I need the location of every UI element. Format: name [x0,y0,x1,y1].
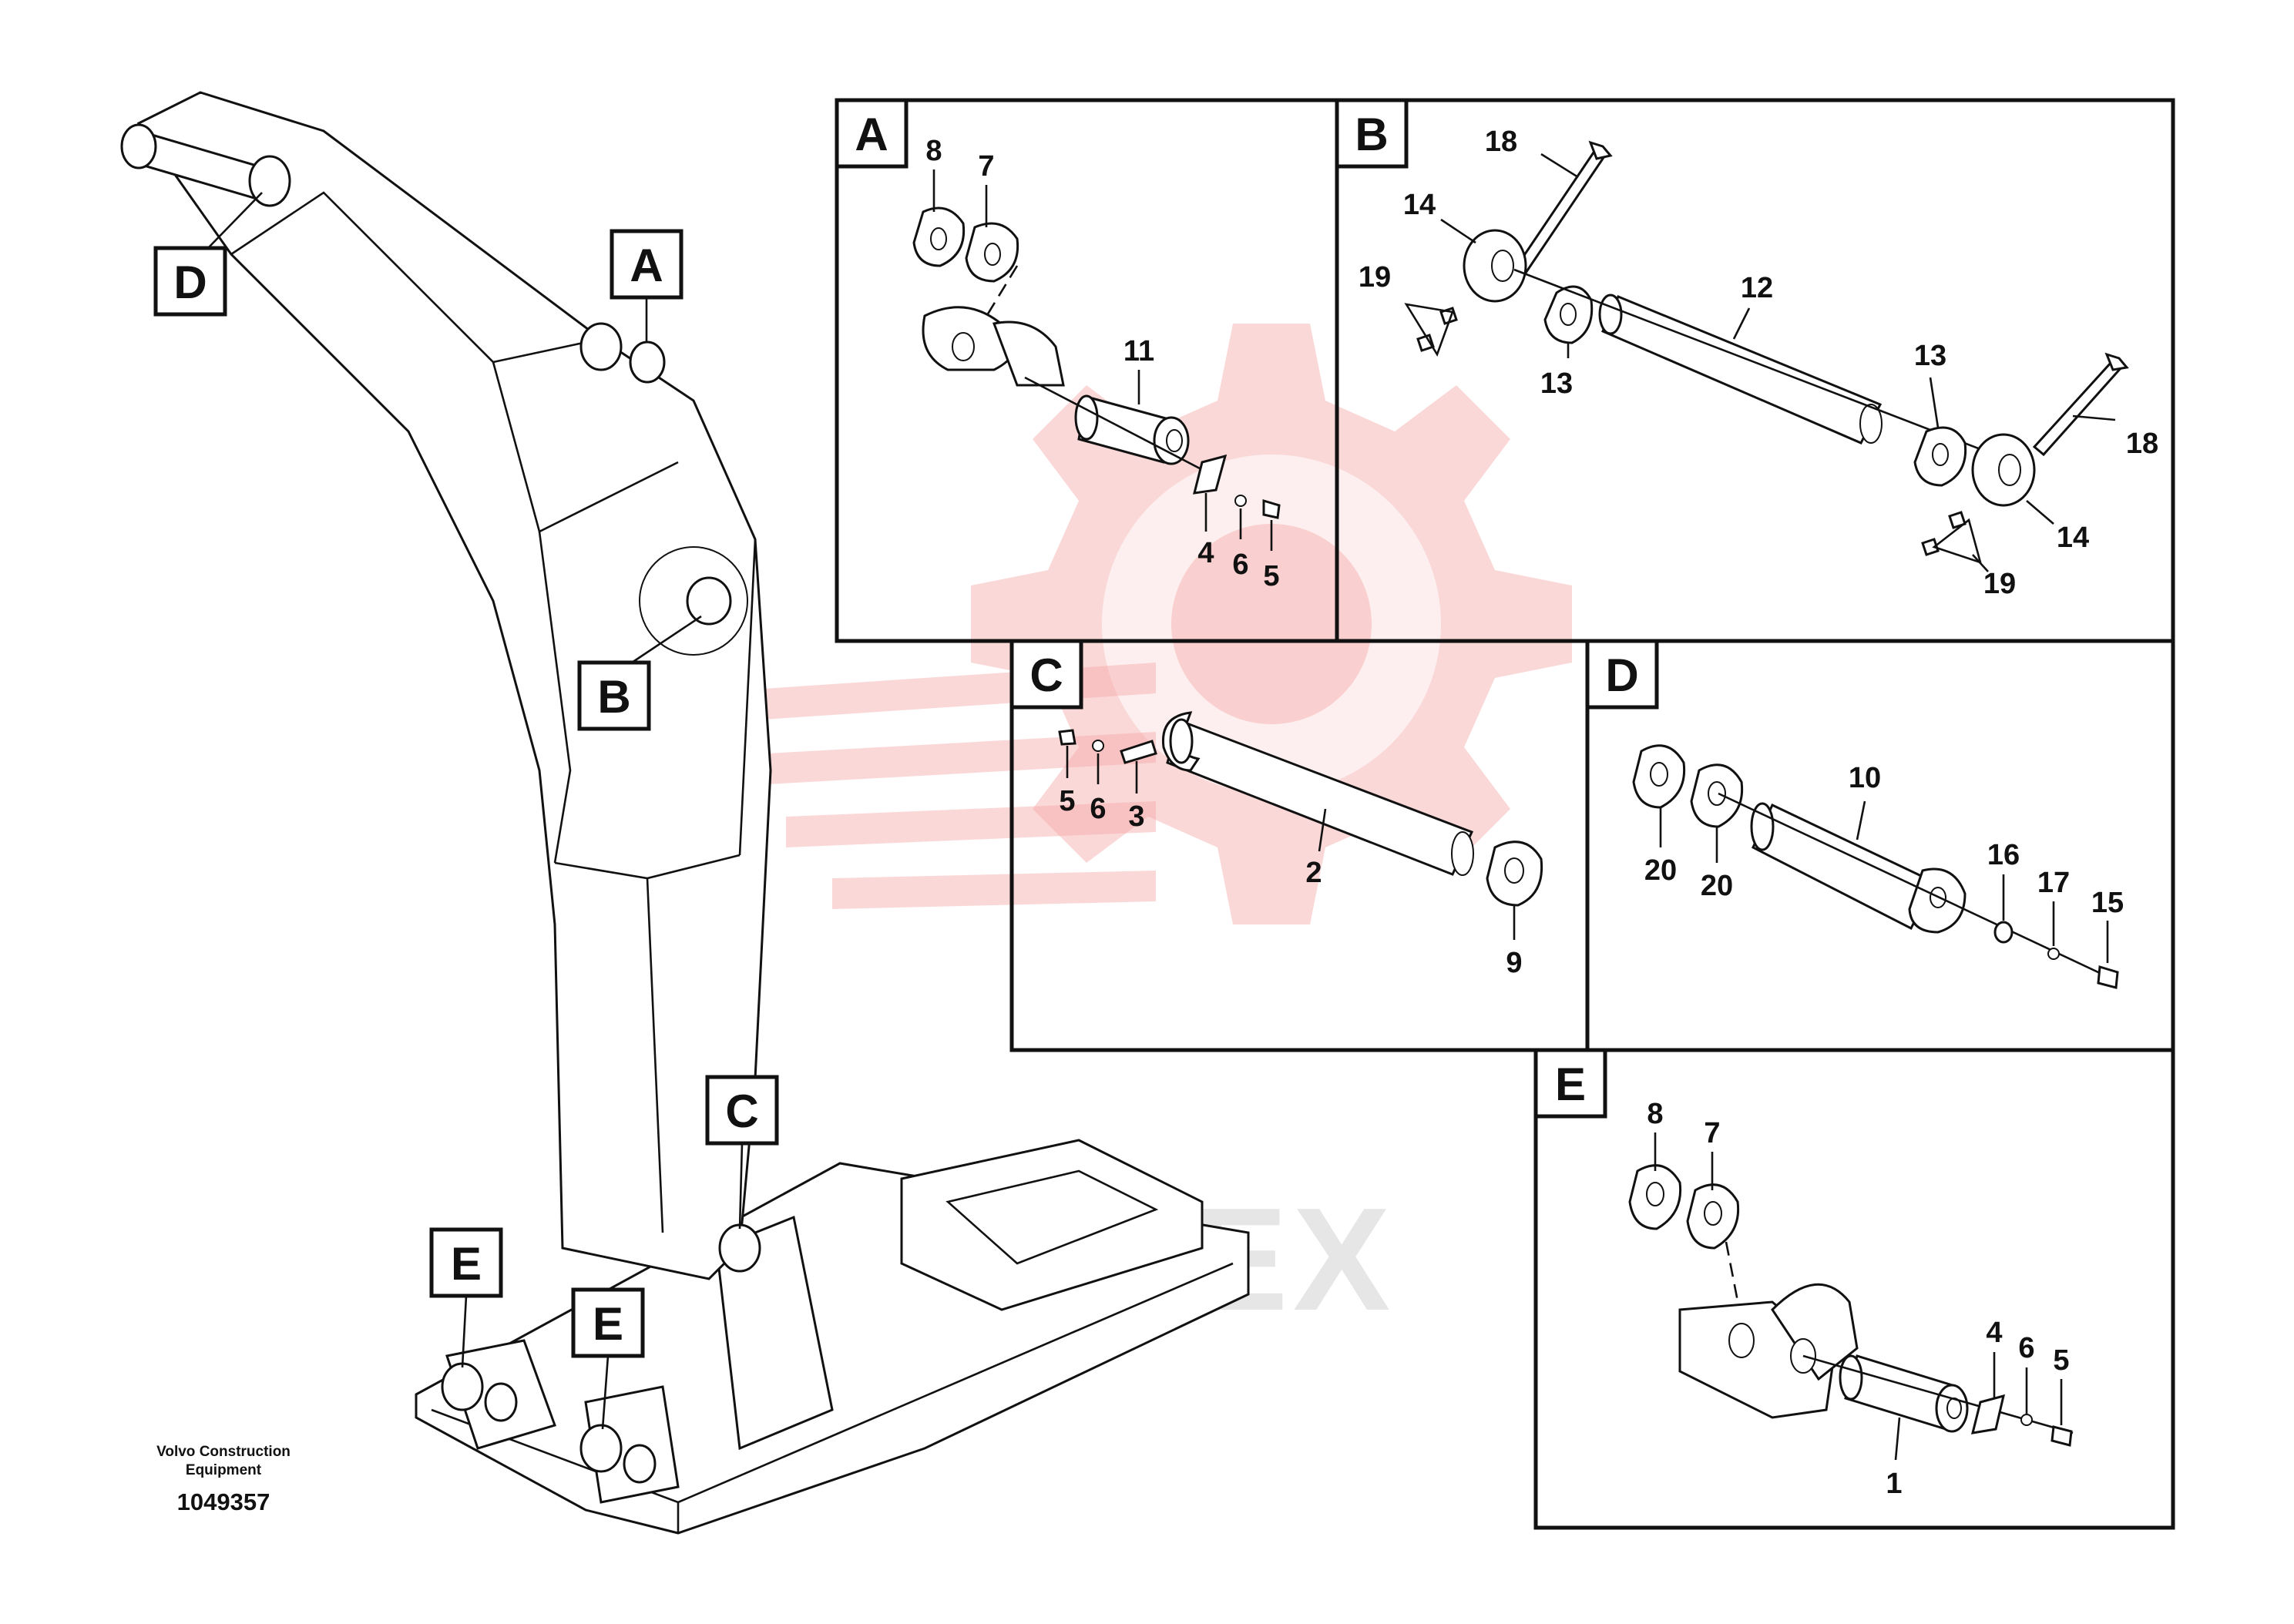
part-label: 3 [1128,800,1144,833]
part-label: 15 [2091,887,2124,919]
part-label: 16 [1987,839,2020,871]
document-number: 1049357 [177,1488,270,1515]
callout-e-right: E [571,1287,645,1430]
part-label: 4 [1986,1317,2002,1349]
part-label: 20 [1644,854,1677,887]
callout-b: B [577,615,702,731]
part-label: 17 [2037,867,2070,899]
panel-d: D 10 20 20 16 17 15 [1585,639,2175,1052]
panel-letter: A [855,109,888,160]
part-label: 19 [1983,568,2016,600]
callout-letter: E [593,1298,623,1350]
panel-letter: D [1605,649,1638,701]
part-label: 7 [978,150,994,183]
part-label: 5 [1059,785,1075,817]
part-label: 19 [1359,261,1391,294]
part-label: 10 [1849,762,1881,794]
callout-letter: E [451,1238,482,1290]
part-label: 13 [1540,367,1573,400]
part-label: 20 [1701,870,1733,902]
part-label: 4 [1197,537,1214,569]
callout-letter: C [725,1085,758,1137]
boom-illustration [120,91,1250,1535]
panel-letter: B [1355,109,1388,160]
callout-e-left: E [429,1227,503,1368]
part-label: 18 [2126,428,2158,460]
part-label: 14 [1403,189,1436,221]
part-label: 12 [1741,272,1773,304]
credit-block: Volvo Construction Equipment 1049357 [156,1444,291,1515]
part-label: 2 [1305,857,1322,889]
panel-letter: E [1555,1059,1586,1110]
callout-d: D [153,192,263,317]
part-label: 6 [1232,549,1248,581]
panel-letter: C [1029,649,1063,701]
part-label: 6 [1090,793,1106,825]
part-label: 11 [1123,335,1154,367]
panel-a: A 8 7 11 4 6 5 [835,98,1339,643]
credit-line-1: Volvo Construction [156,1444,291,1460]
part-label: 13 [1914,340,1946,372]
panel-c: C 5 6 3 2 9 [1009,639,1590,1052]
part-label: 9 [1506,947,1522,979]
callout-c: C [705,1075,779,1230]
callout-letter: A [630,240,663,291]
part-label: 8 [1647,1098,1663,1130]
callout-letter: B [597,671,630,723]
part-label: 1 [1886,1468,1902,1500]
part-label: 6 [2018,1332,2034,1364]
part-label: 8 [925,135,942,167]
part-label: 5 [1263,560,1279,592]
credit-line-2: Equipment [186,1462,262,1478]
callout-a: A [610,229,683,343]
part-label: 18 [1485,126,1517,158]
part-label: 14 [2057,522,2089,554]
part-label: 7 [1704,1117,1720,1149]
callout-letter: D [173,257,207,308]
part-label: 5 [2053,1344,2069,1377]
panel-e: E 8 7 4 6 5 1 [1533,1048,2175,1530]
